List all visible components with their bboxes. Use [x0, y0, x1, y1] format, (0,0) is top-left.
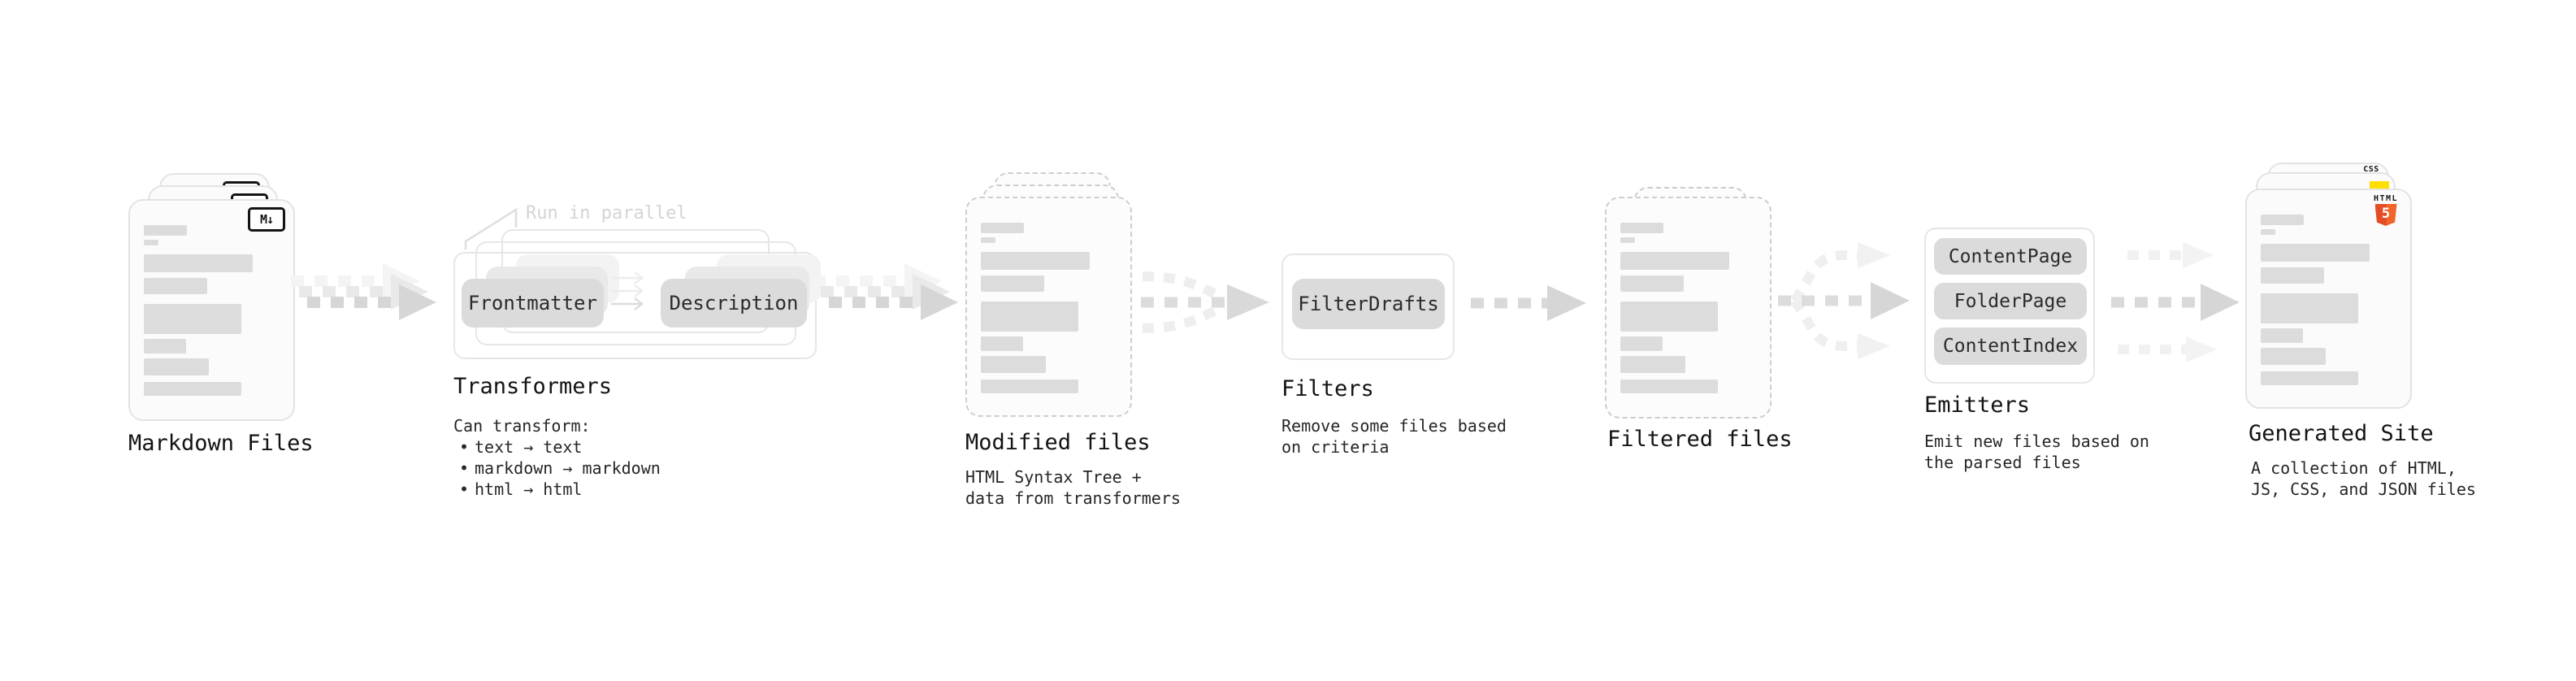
- skeleton-bar: [1620, 336, 1663, 351]
- frontmatter-pill: Frontmatter: [462, 279, 604, 327]
- skeleton-bar: [2261, 267, 2325, 284]
- transform-item: •html → html: [458, 479, 583, 499]
- modified-files-description: HTML Syntax Tree + data from transformer…: [965, 467, 1181, 508]
- run-in-parallel-note: Run in parallel: [526, 203, 687, 223]
- filters-description: Remove some files based on criteria: [1281, 416, 1507, 457]
- modified-files-label: Modified files: [965, 430, 1151, 455]
- folderpage-pill: FolderPage: [1934, 283, 2087, 319]
- filters-box: [1281, 254, 1455, 360]
- contentpage-pill-label: ContentPage: [1948, 245, 2073, 267]
- merge-arrows: [2111, 242, 2240, 362]
- parallel-arrows-icon: [611, 271, 644, 310]
- filters-label: Filters: [1281, 376, 1374, 401]
- skeleton-bar: [144, 240, 159, 245]
- skeleton-bar: [981, 252, 1090, 270]
- contentpage-pill: ContentPage: [1934, 238, 2087, 275]
- skeleton-bar: [981, 275, 1045, 292]
- description-pill-label: Description: [669, 292, 799, 314]
- markdown-file-card-front: M↓: [128, 199, 295, 421]
- skeleton-bar: [2261, 348, 2327, 365]
- transform-list: •text → text •markdown → markdown •html …: [453, 436, 661, 500]
- skeleton-bar: [1620, 301, 1719, 332]
- skeleton-bar: [981, 380, 1079, 393]
- folderpage-pill-label: FolderPage: [1954, 290, 2067, 312]
- transformers-label: Transformers: [453, 374, 613, 399]
- skeleton-bar: [981, 237, 996, 243]
- frontmatter-pill-label: Frontmatter: [468, 292, 597, 314]
- skeleton-bar: [144, 339, 186, 354]
- file-content-skeleton: [1620, 223, 1756, 393]
- filtered-file-card-front: [1605, 197, 1772, 419]
- skeleton-bar: [144, 358, 210, 375]
- skeleton-bar: [981, 356, 1047, 373]
- filtered-files-label: Filtered files: [1607, 427, 1793, 452]
- contentindex-pill-label: ContentIndex: [1942, 336, 2079, 357]
- skeleton-bar: [1620, 237, 1636, 243]
- skeleton-bar: [144, 278, 208, 294]
- generated-site-description: A collection of HTML, JS, CSS, and JSON …: [2251, 458, 2476, 499]
- skeleton-bar: [1620, 223, 1664, 233]
- markdown-files-label: Markdown Files: [128, 431, 314, 456]
- transform-item: •text → text: [458, 437, 583, 457]
- markdown-icon: M↓: [248, 207, 285, 232]
- transformer-box-front: [453, 252, 817, 359]
- generated-site-label: Generated Site: [2249, 421, 2434, 446]
- skeleton-bar: [144, 382, 242, 396]
- skeleton-bar: [1620, 275, 1685, 292]
- emitters-description: Emit new files based on the parsed files: [1924, 432, 2149, 472]
- contentindex-pill: ContentIndex: [1934, 327, 2087, 365]
- transformers-description: Can transform: •text → text •markdown → …: [453, 415, 661, 500]
- skeleton-bar: [1620, 380, 1719, 393]
- file-content-skeleton: [144, 225, 280, 396]
- note-leader-line: [464, 207, 518, 249]
- file-content-skeleton: [2261, 215, 2396, 385]
- skeleton-bar: [2261, 229, 2276, 235]
- fan-out-arrow: [1778, 242, 1910, 359]
- skeleton-bar: [144, 304, 242, 334]
- generated-file-card-html: HTML 5: [2245, 189, 2412, 409]
- skeleton-bar: [2261, 244, 2370, 262]
- flow-arrow-single: [1471, 285, 1586, 321]
- can-transform-title: Can transform:: [453, 416, 591, 436]
- skeleton-bar: [2261, 293, 2359, 323]
- emitters-box: [1924, 228, 2095, 384]
- file-content-skeleton: [981, 223, 1117, 393]
- html5-icon: HTML 5: [2370, 194, 2402, 226]
- fan-in-arrow: [1141, 271, 1269, 333]
- skeleton-bar: [981, 223, 1025, 233]
- skeleton-bar: [981, 336, 1023, 351]
- filterdrafts-pill: FilterDrafts: [1292, 279, 1445, 329]
- skeleton-bar: [144, 254, 253, 272]
- flow-arrow-stacked: [813, 263, 958, 320]
- skeleton-bar: [2261, 371, 2359, 385]
- description-pill: Description: [661, 279, 807, 327]
- skeleton-bar: [1620, 356, 1686, 373]
- filterdrafts-pill-label: FilterDrafts: [1298, 293, 1439, 315]
- emitters-label: Emitters: [1924, 393, 2031, 418]
- transform-item: •markdown → markdown: [458, 458, 661, 478]
- modified-file-card-front: [965, 197, 1132, 417]
- javascript-icon: [2370, 181, 2389, 189]
- flow-arrow-stacked: [291, 263, 436, 320]
- skeleton-bar: [981, 301, 1079, 332]
- skeleton-bar: [2261, 328, 2303, 343]
- skeleton-bar: [2261, 215, 2305, 225]
- skeleton-bar: [144, 225, 188, 236]
- skeleton-bar: [1620, 252, 1729, 270]
